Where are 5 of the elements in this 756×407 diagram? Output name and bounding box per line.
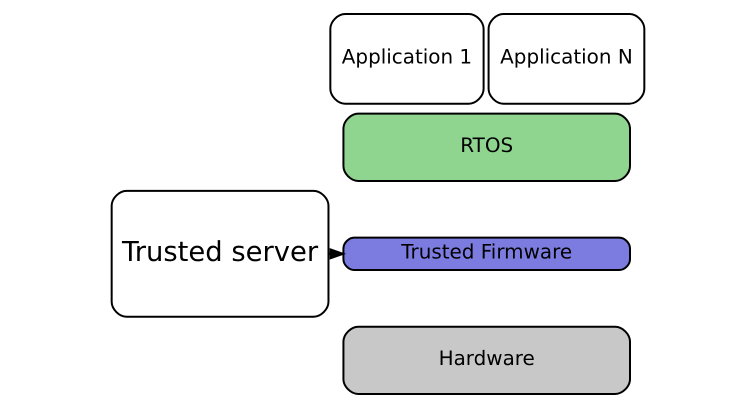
node-box: Application 1 (329, 12, 485, 104)
node-box: Trusted Firmware (342, 236, 631, 271)
node-box: RTOS (342, 112, 631, 182)
node-box: Hardware (342, 325, 631, 395)
node-box: Application N (488, 12, 646, 104)
